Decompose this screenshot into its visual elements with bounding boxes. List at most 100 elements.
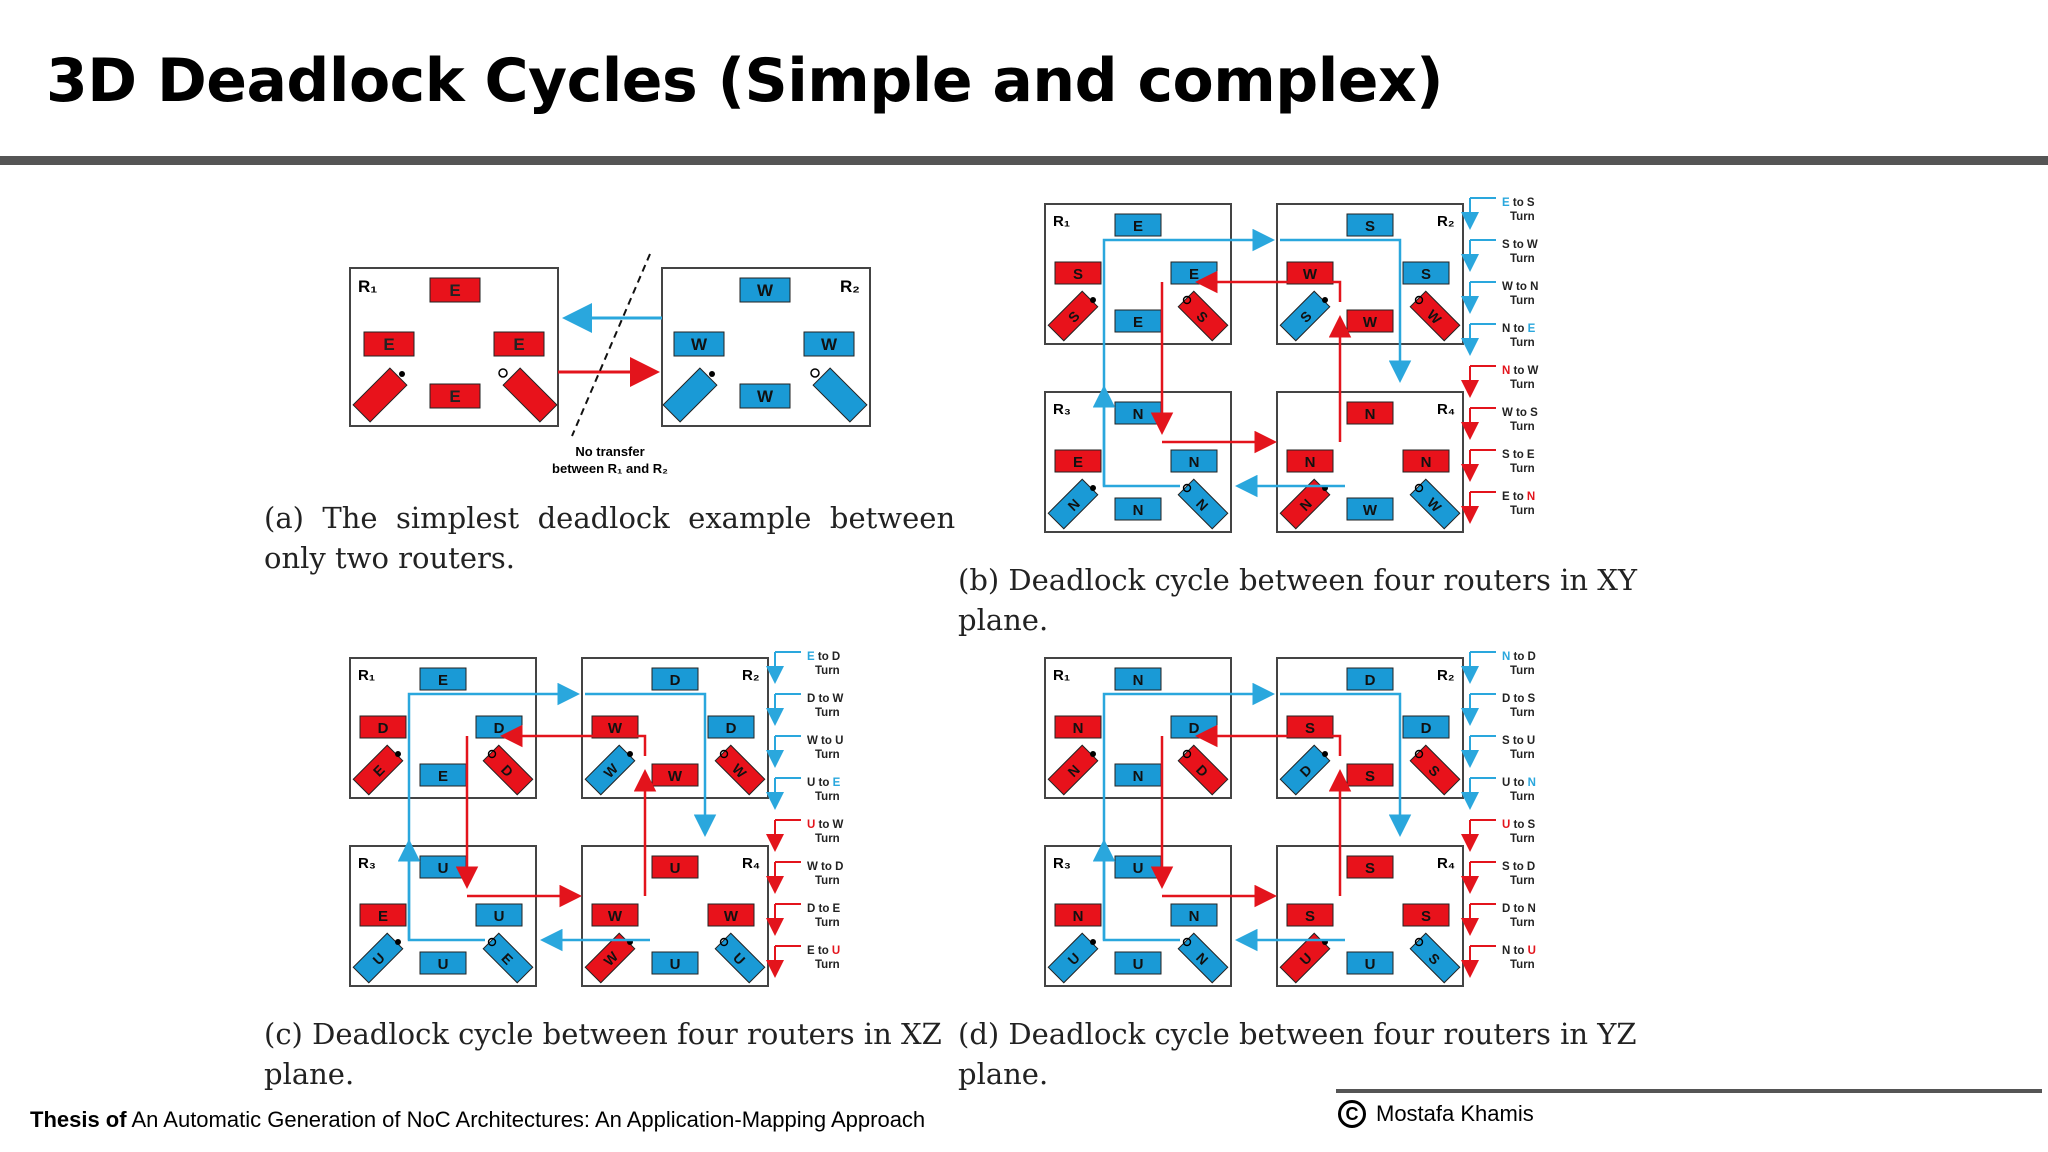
port-top: [651, 667, 699, 691]
svg-text:E: E: [449, 281, 460, 300]
svg-text:N: N: [1189, 908, 1200, 925]
svg-text:Turn: Turn: [1510, 211, 1535, 223]
router-label: R₂: [840, 277, 860, 296]
svg-text:W: W: [608, 908, 623, 925]
svg-text:E: E: [1189, 266, 1199, 283]
port-top: [1346, 401, 1394, 425]
svg-text:W: W: [1363, 314, 1378, 331]
port-mid_right: [1170, 903, 1218, 927]
svg-text:U: U: [1133, 860, 1144, 877]
port-mid_left: [1286, 261, 1334, 285]
svg-text:D: D: [726, 720, 737, 737]
svg-text:D: D: [1365, 672, 1376, 689]
svg-text:W: W: [1303, 266, 1318, 283]
port-mid_right: [1402, 715, 1450, 739]
port-mid_right: [1402, 261, 1450, 285]
port-low_mid: [1114, 951, 1162, 975]
port-low_left: N: [1047, 744, 1099, 796]
svg-text:Turn: Turn: [1510, 421, 1535, 433]
svg-text:W: W: [691, 335, 708, 354]
svg-text:D to E: D to E: [807, 903, 841, 915]
port-low_left: W: [584, 744, 636, 796]
port-low_mid: [419, 951, 467, 975]
svg-text:Turn: Turn: [1510, 379, 1535, 391]
svg-text:S: S: [1365, 860, 1375, 877]
port-low_mid: [1346, 497, 1394, 521]
blue-route: [1280, 692, 1412, 837]
svg-text:N: N: [1073, 720, 1084, 737]
svg-text:S: S: [1073, 266, 1083, 283]
caption-d: (d) Deadlock cycle between four routers …: [958, 1017, 1637, 1091]
svg-text:S: S: [1365, 768, 1375, 785]
svg-text:Turn: Turn: [815, 875, 840, 887]
svg-text:N: N: [1305, 454, 1316, 471]
svg-text:S to D: S to D: [1502, 861, 1535, 873]
svg-text:S: S: [1421, 908, 1431, 925]
port-top: [651, 855, 699, 879]
port-low_left: E: [352, 744, 404, 796]
svg-text:N to E: N to E: [1502, 323, 1536, 335]
svg-text:U: U: [1133, 956, 1144, 973]
port-low_mid: [651, 951, 699, 975]
caption-c: (c) Deadlock cycle between four routers …: [264, 1017, 942, 1091]
svg-text:E: E: [513, 335, 524, 354]
copyright-icon: C: [1338, 1100, 1366, 1128]
svg-text:E: E: [449, 387, 460, 406]
router-label: R₂: [742, 667, 760, 684]
svg-text:Turn: Turn: [815, 959, 840, 971]
blue-route: [1280, 238, 1412, 383]
svg-text:E: E: [1133, 314, 1143, 331]
port-top: [1114, 213, 1162, 237]
svg-text:Turn: Turn: [1510, 917, 1535, 929]
port-low_left: U: [1047, 932, 1099, 984]
svg-text:E to D: E to D: [807, 651, 840, 663]
svg-text:N: N: [1133, 768, 1144, 785]
svg-text:E to S: E to S: [1502, 197, 1535, 209]
svg-text:U to N: U to N: [1502, 777, 1536, 789]
port-mid_right: [707, 715, 755, 739]
svg-text:S to W: S to W: [1502, 239, 1538, 251]
port-mid_left: [359, 903, 407, 927]
svg-text:W: W: [757, 387, 774, 406]
port-low_left: D: [1279, 744, 1331, 796]
svg-text:E: E: [378, 908, 388, 925]
svg-text:Turn: Turn: [1510, 707, 1535, 719]
svg-text:Turn: Turn: [1510, 505, 1535, 517]
port-low_left: U: [1279, 932, 1331, 984]
svg-text:Turn: Turn: [815, 917, 840, 929]
port-top: [1346, 667, 1394, 691]
port-top: [419, 667, 467, 691]
svg-text:Turn: Turn: [1510, 875, 1535, 887]
port-low_right: W: [1409, 478, 1461, 530]
svg-text:D: D: [378, 720, 389, 737]
svg-text:Turn: Turn: [1510, 253, 1535, 265]
svg-text:S: S: [1305, 908, 1315, 925]
svg-text:W to D: W to D: [807, 861, 843, 873]
svg-text:Turn: Turn: [1510, 833, 1535, 845]
svg-text:N: N: [1189, 454, 1200, 471]
svg-text:E: E: [1133, 218, 1143, 235]
svg-text:E: E: [1073, 454, 1083, 471]
port-low_left: S: [1047, 290, 1099, 342]
port-top: [1346, 855, 1394, 879]
svg-text:W: W: [1363, 502, 1378, 519]
router-label: R₄: [1437, 855, 1455, 872]
svg-text:D to N: D to N: [1502, 903, 1536, 915]
router-label: R₃: [1053, 855, 1071, 872]
svg-text:Turn: Turn: [1510, 337, 1535, 349]
port-low_right: N: [1177, 478, 1229, 530]
port-low_right: D: [1177, 744, 1229, 796]
svg-text:Turn: Turn: [815, 833, 840, 845]
svg-text:W: W: [608, 720, 623, 737]
port-low_right: U: [714, 932, 766, 984]
svg-text:U: U: [670, 956, 681, 973]
port-mid_left: [1286, 715, 1334, 739]
router-label: R₁: [358, 667, 375, 684]
svg-text:D: D: [1189, 720, 1200, 737]
svg-text:Turn: Turn: [815, 791, 840, 803]
